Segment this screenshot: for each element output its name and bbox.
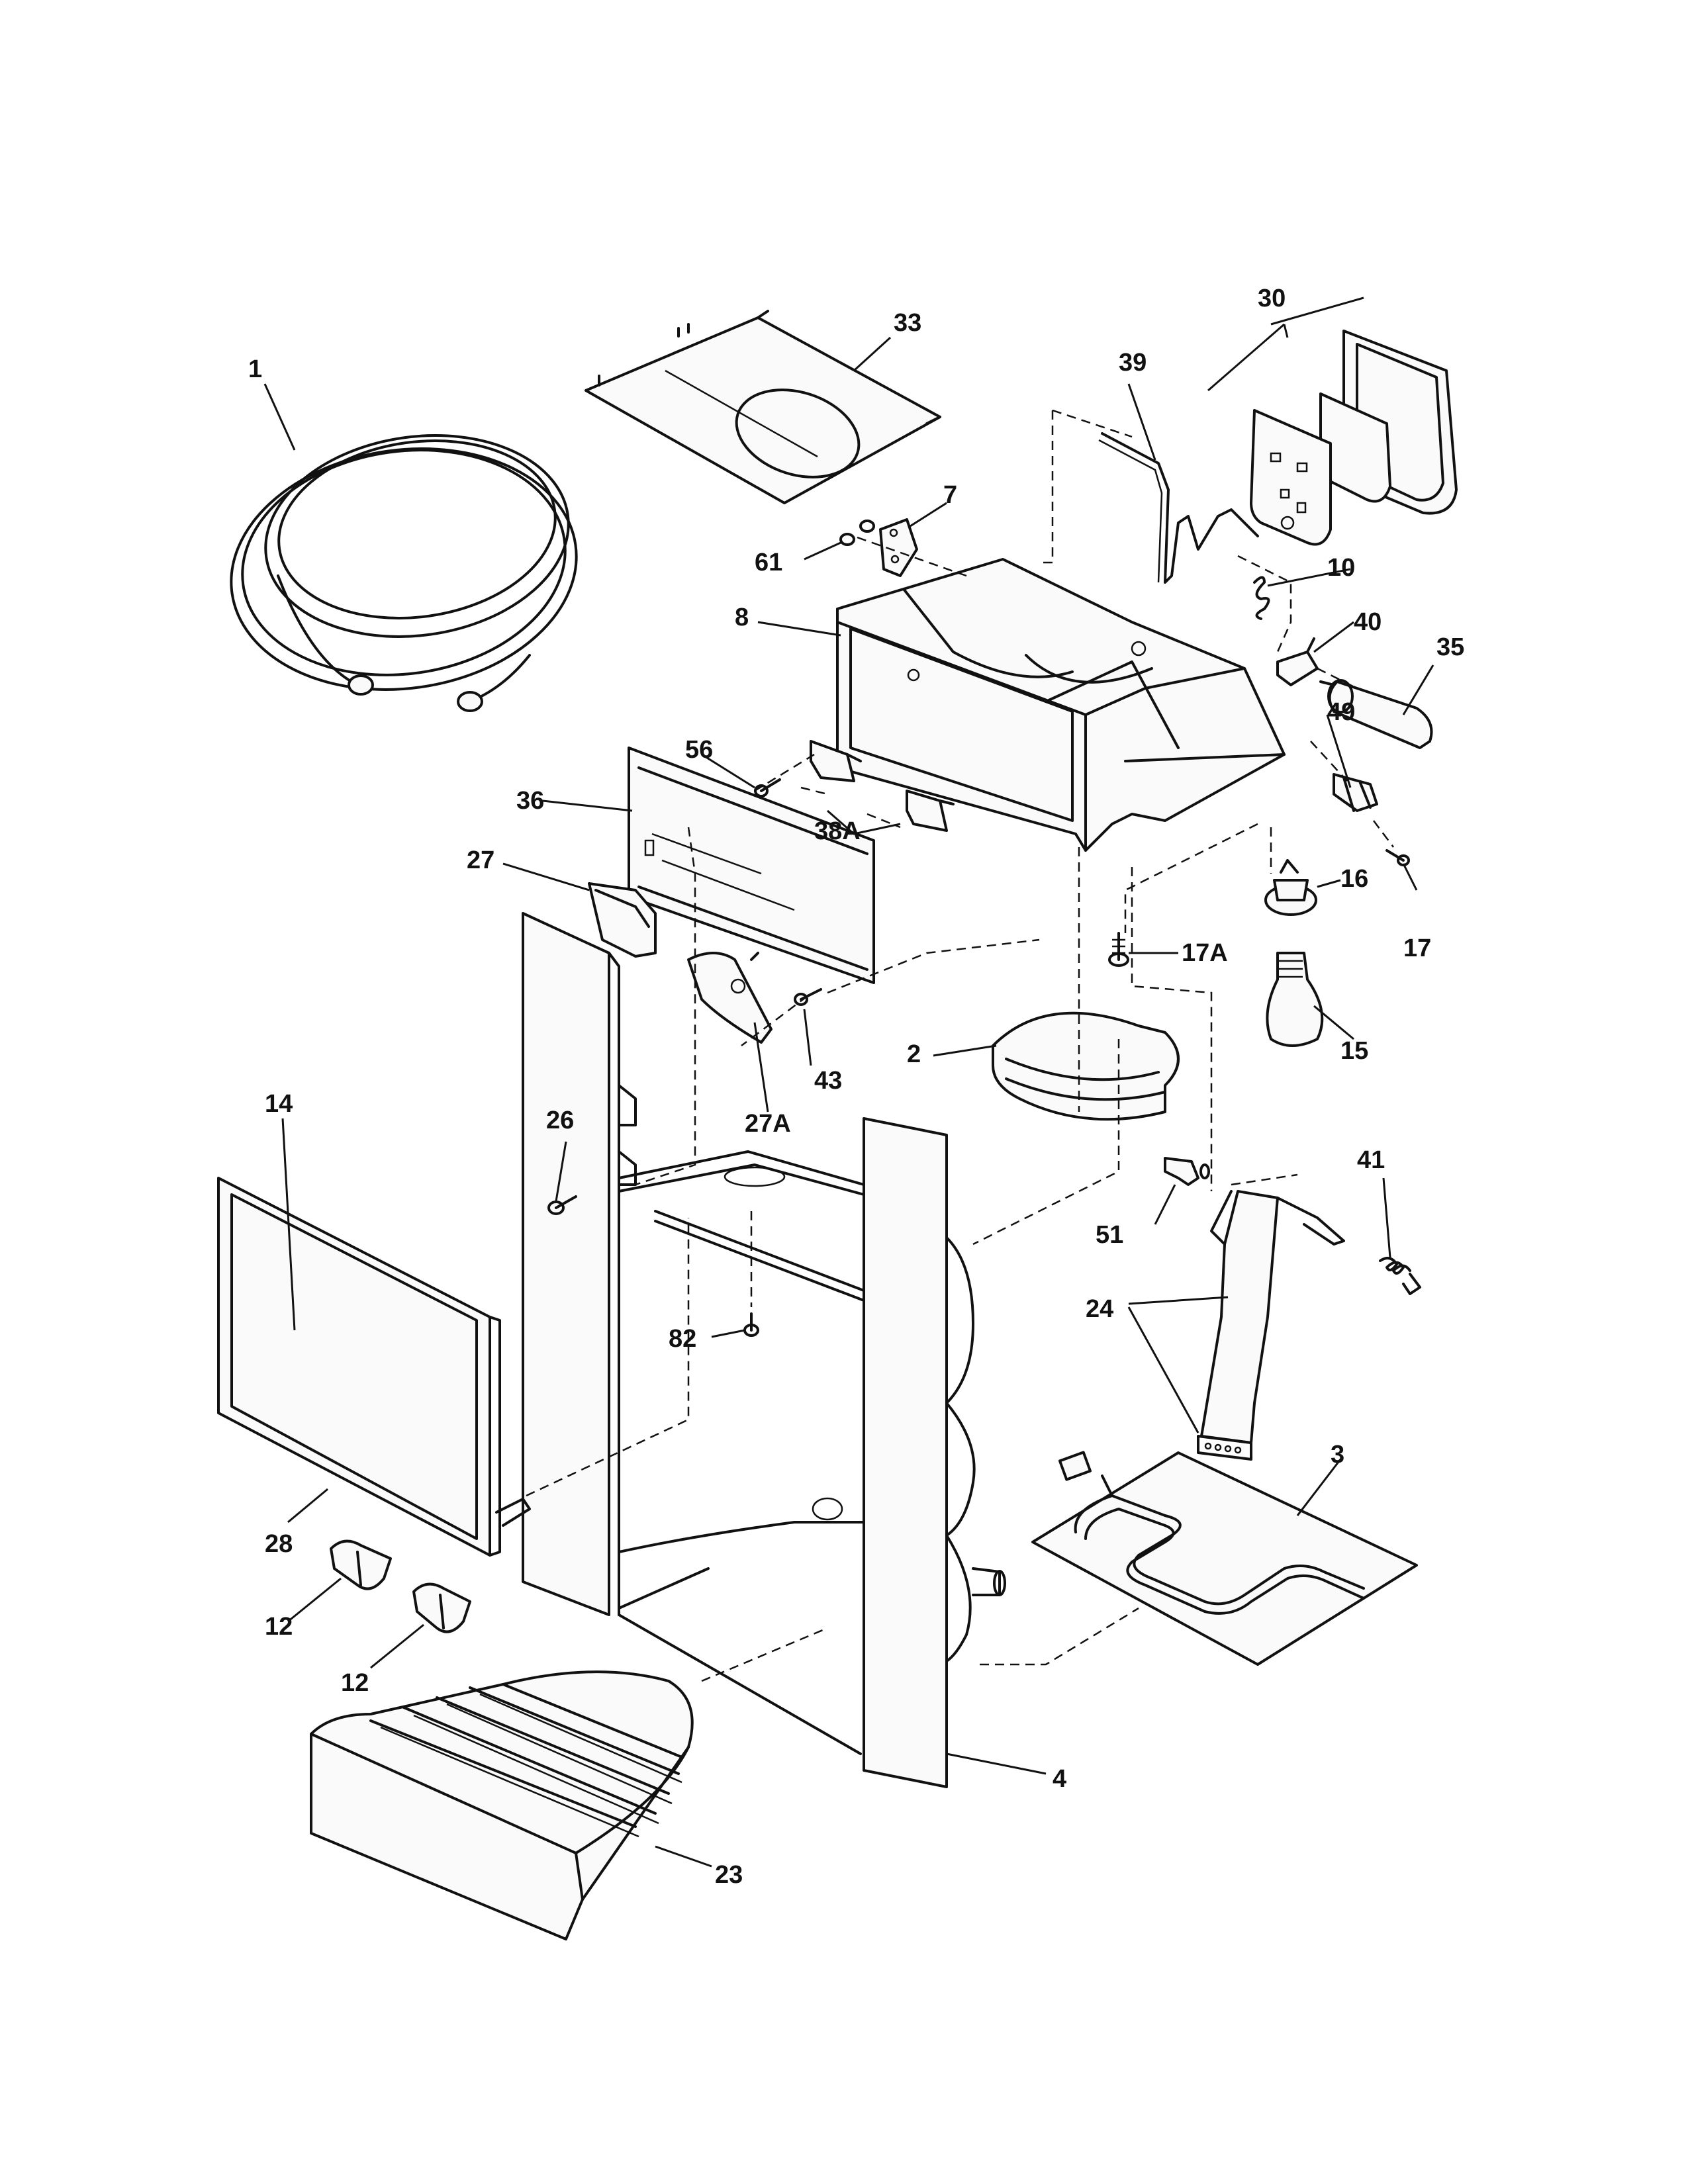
callout-43: 43 — [814, 1067, 842, 1095]
callout-26: 26 — [546, 1107, 574, 1134]
part-4-main-frame — [522, 912, 1006, 1788]
part-38a-micro-switches — [810, 740, 955, 832]
callout-27: 27 — [467, 846, 494, 874]
callout-17: 17 — [1403, 934, 1431, 962]
callout-3: 3 — [1331, 1441, 1344, 1469]
callout-61: 61 — [755, 549, 782, 576]
part-24-paddle-arm — [1197, 1190, 1345, 1461]
callout-numbers: 1 33 30 39 7 61 10 40 35 8 49 56 36 38A … — [248, 285, 1464, 1889]
callout-27a: 27A — [745, 1110, 791, 1138]
part-82-screw — [743, 1312, 759, 1337]
assembly-guide-lines — [526, 409, 1394, 1682]
part-15-light-bulb — [1266, 952, 1324, 1047]
part-41-spring — [1379, 1257, 1421, 1295]
part-10-spring — [1253, 576, 1270, 620]
callout-4: 4 — [1053, 1765, 1066, 1793]
part-1-water-tubing-coil — [230, 434, 578, 712]
callout-33: 33 — [894, 309, 921, 337]
part-40-plunger — [1276, 637, 1319, 686]
callout-49: 49 — [1327, 698, 1355, 726]
callout-35: 35 — [1436, 633, 1464, 661]
callout-56: 56 — [685, 736, 713, 764]
part-49-bracket — [1333, 773, 1378, 812]
callout-40: 40 — [1354, 608, 1382, 636]
part-26-screw — [547, 1195, 577, 1215]
callout-41: 41 — [1357, 1146, 1385, 1174]
part-33-top-cover-plate — [585, 310, 941, 504]
part-17-screw — [1385, 849, 1410, 866]
part-27a-lever — [687, 952, 773, 1044]
callout-17a: 17A — [1182, 939, 1228, 967]
callout-12-right: 12 — [341, 1669, 369, 1697]
callout-36: 36 — [516, 787, 544, 815]
callout-24: 24 — [1086, 1295, 1113, 1323]
part-16-lamp-socket — [1264, 859, 1317, 916]
part-51-bushing — [1164, 1157, 1210, 1186]
callout-23: 23 — [715, 1861, 743, 1889]
callout-7: 7 — [943, 481, 957, 509]
callout-28: 28 — [265, 1530, 293, 1558]
part-3-heater-pad — [1031, 1451, 1418, 1666]
callout-2: 2 — [907, 1040, 921, 1068]
callout-8: 8 — [735, 604, 749, 631]
callout-12-left: 12 — [265, 1613, 293, 1641]
part-23-drip-tray — [310, 1670, 694, 1940]
callout-30: 30 — [1258, 285, 1286, 312]
part-30-bezel-assembly — [1250, 330, 1458, 546]
callout-51: 51 — [1096, 1221, 1123, 1249]
callout-82: 82 — [669, 1325, 696, 1353]
callout-15: 15 — [1340, 1037, 1368, 1065]
part-43-screw — [794, 988, 822, 1006]
part-12-hinge-clip-right — [412, 1582, 471, 1633]
part-35-solenoid — [1319, 679, 1433, 749]
callout-38a: 38A — [814, 817, 861, 845]
part-2-chute-ring — [992, 1011, 1180, 1121]
part-61-washers — [839, 520, 875, 546]
part-36-front-plate — [628, 747, 875, 984]
callout-16: 16 — [1340, 865, 1368, 893]
part-17a-screw — [1108, 932, 1129, 967]
part-7-switch — [879, 518, 918, 577]
callout-leader-lines — [263, 296, 1434, 1868]
callout-39: 39 — [1119, 349, 1147, 377]
part-8-dispenser-housing — [836, 558, 1286, 852]
callout-10: 10 — [1327, 554, 1355, 582]
part-27-latch — [588, 882, 657, 958]
part-39-wire-actuator — [1098, 432, 1259, 584]
part-14-door-panel — [217, 1177, 531, 1557]
callout-1: 1 — [248, 355, 262, 383]
callout-14: 14 — [265, 1090, 293, 1118]
part-12-hinge-clip-left — [330, 1539, 392, 1590]
